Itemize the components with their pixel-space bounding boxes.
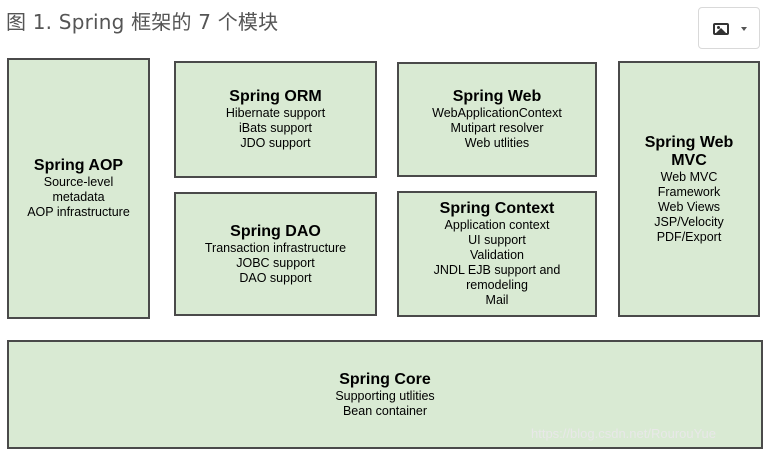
image-icon [713,23,729,35]
module-feature: JSP/Velocity [654,214,724,229]
module-feature: DAO support [239,270,312,285]
module-feature: Web utlities [464,136,530,150]
module-spring-context: Spring Context Application context UI su… [397,191,597,317]
module-title: Spring Core [339,370,431,388]
module-title: Spring AOP [33,157,124,174]
module-feature: metadata [52,190,105,204]
module-title: Spring Context [439,200,555,217]
module-spring-web: Spring Web WebApplicationContext Mutipar… [397,62,597,177]
module-feature: Bean container [342,403,428,418]
module-spring-aop: Spring AOP Source-level metadata AOP inf… [7,58,150,319]
image-options-button[interactable] [698,7,760,49]
module-feature: Validation [470,248,524,262]
module-feature: Web Views [657,199,721,214]
module-feature: Framework [657,184,721,199]
module-title: Spring Web [644,133,734,151]
module-title: MVC [671,151,707,169]
caret-down-icon [741,27,747,31]
module-spring-orm: Spring ORM Hibernate support iBats suppo… [174,61,377,178]
module-feature: AOP infrastructure [27,205,130,219]
module-feature: Web MVC [660,169,718,184]
module-feature: JOBC support [236,255,315,270]
module-feature: Application context [444,218,550,232]
module-title: Spring Web [452,88,542,105]
module-feature: JNDL EJB support and [433,263,561,277]
module-feature: Supporting utlities [335,388,435,403]
module-feature: Hibernate support [225,106,326,120]
module-feature: Mutipart resolver [450,121,544,135]
module-spring-web-mvc: Spring Web MVC Web MVC Framework Web Vie… [618,61,760,317]
module-feature: UI support [468,233,526,247]
module-title: Spring DAO [230,222,321,240]
module-feature: WebApplicationContext [432,106,562,120]
module-feature: Transaction infrastructure [204,240,347,255]
module-feature: Source-level [43,175,114,189]
module-feature: remodeling [466,278,528,292]
module-title: Spring ORM [229,88,322,105]
module-feature: PDF/Export [656,229,722,244]
module-feature: JDO support [240,136,311,150]
figure-caption: 图 1. Spring 框架的 7 个模块 [6,10,279,34]
module-feature: Mail [485,293,509,307]
watermark-url: https://blog.csdn.net/RourouYue [531,426,717,441]
module-spring-dao: Spring DAO Transaction infrastructure JO… [174,192,377,316]
module-feature: iBats support [239,121,312,135]
module-spring-core: Spring Core Supporting utlities Bean con… [7,340,763,449]
